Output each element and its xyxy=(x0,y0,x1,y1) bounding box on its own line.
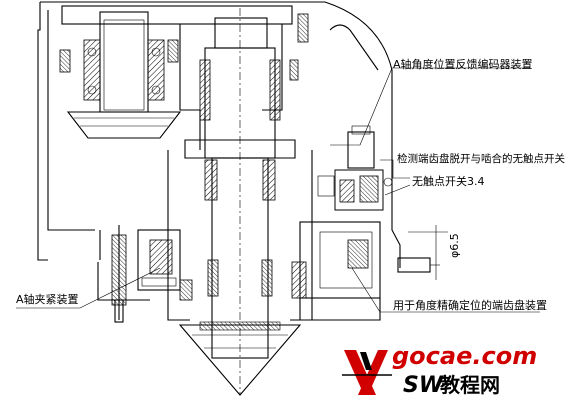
clamp-device xyxy=(111,225,193,323)
callout-encoder: A轴角度位置反馈编码器装置 xyxy=(393,57,533,71)
watermark: gocae.com SW 教程网 xyxy=(342,342,537,398)
central-spindle xyxy=(167,8,313,396)
top-frame xyxy=(61,5,309,150)
callout-clamp: A轴夹紧装置 xyxy=(16,292,79,306)
watermark-brand-sw: SW xyxy=(403,373,445,398)
dimension-connector xyxy=(397,225,448,280)
watermark-brand-cn: 教程网 xyxy=(440,373,500,397)
leader-lines xyxy=(16,67,540,313)
watermark-site: gocae.com xyxy=(392,342,537,370)
switch-assembly xyxy=(317,125,393,211)
callout-detect-switch: 检测端齿盘脱开与啮合的无触点开关 xyxy=(397,152,565,165)
dimension-label: φ6.5 xyxy=(448,233,461,258)
watermark-logo xyxy=(342,350,392,395)
gear-disc-device xyxy=(291,221,381,321)
outer-housing xyxy=(37,1,401,301)
callout-switch-34: 无触点开关3.4 xyxy=(412,174,485,188)
callout-gear-disc: 用于角度精确定位的端齿盘装置 xyxy=(393,298,547,312)
left-upper-shaft xyxy=(59,11,182,139)
